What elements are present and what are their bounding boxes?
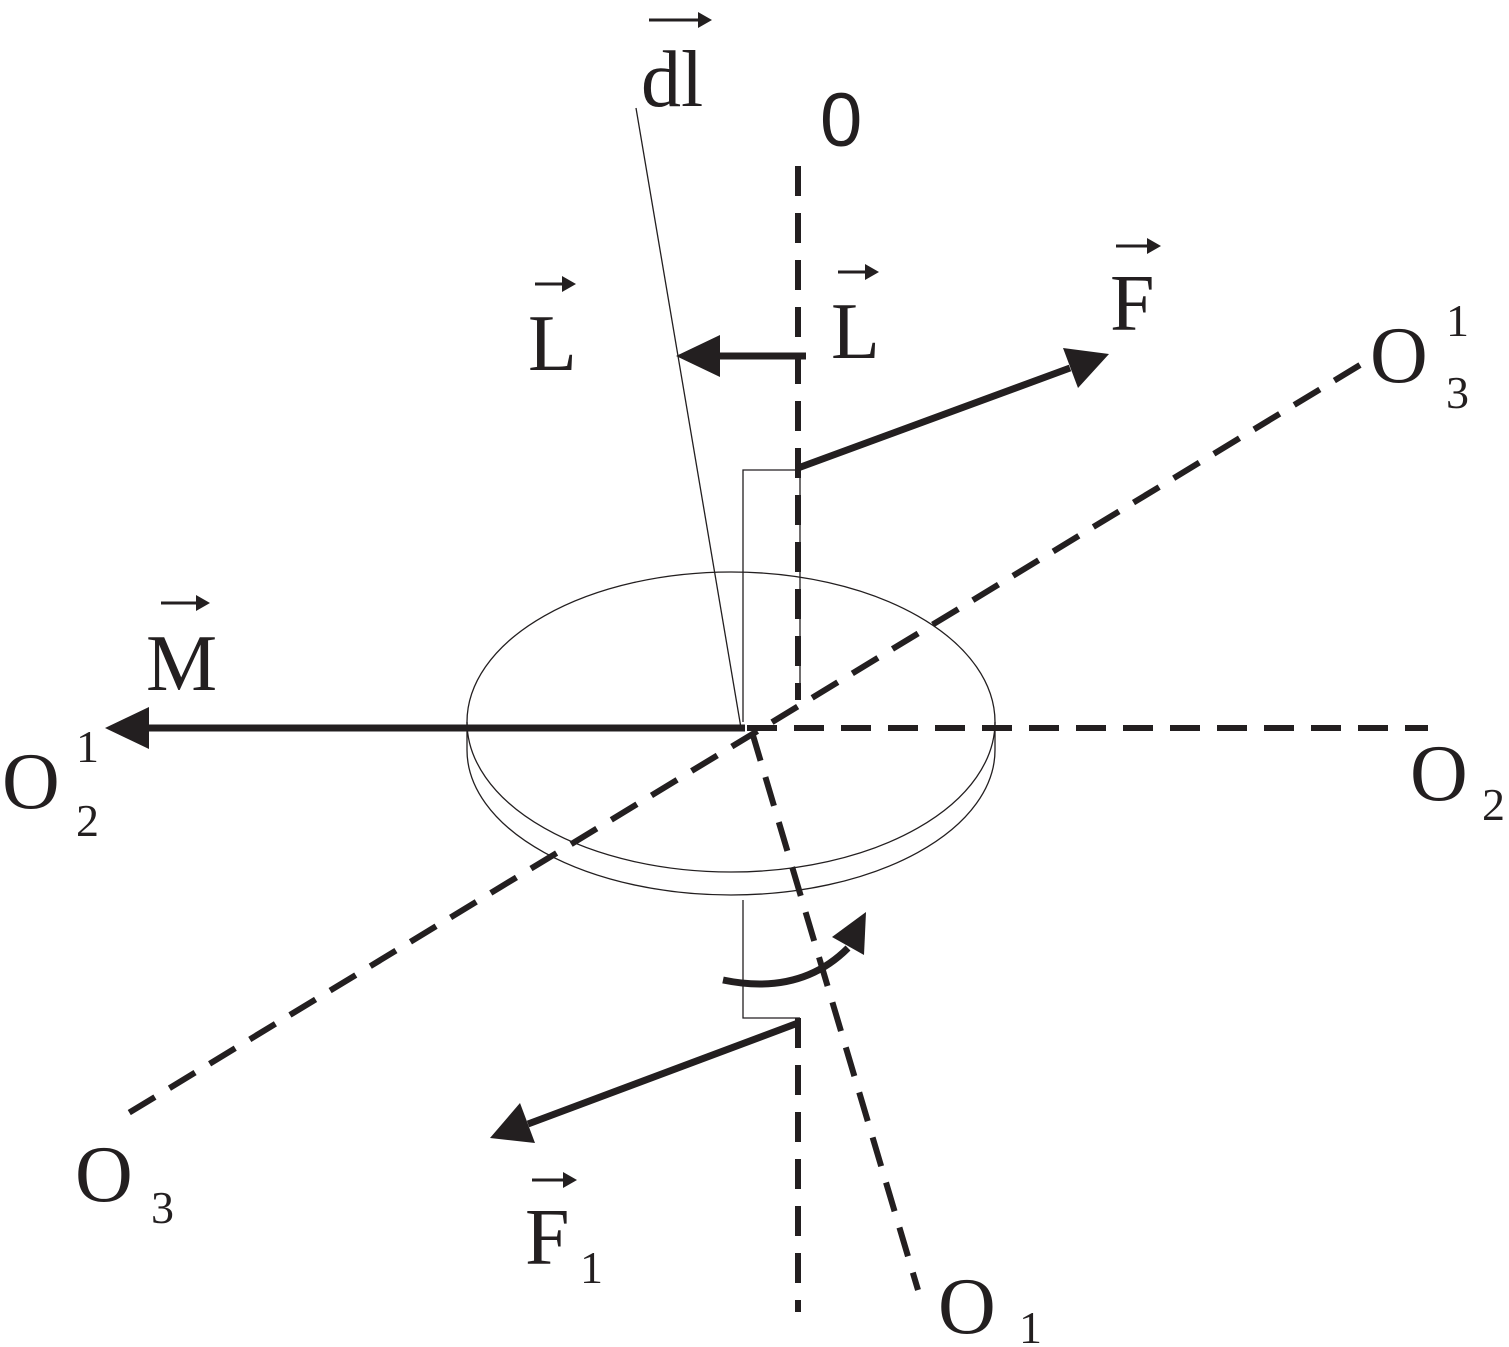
vector-m-arrow bbox=[105, 707, 745, 749]
vector-f1-arrow bbox=[490, 1019, 800, 1143]
axis-o3 bbox=[120, 362, 1362, 1120]
label-l-left: L bbox=[528, 300, 577, 388]
label-o2-subscript: 2 bbox=[1482, 779, 1505, 830]
label-o3: O bbox=[75, 1131, 133, 1219]
shaft-lower bbox=[742, 900, 800, 1019]
label-o2-prime-superscript: 1 bbox=[76, 721, 99, 772]
label-f1-vector-arrow bbox=[532, 1172, 577, 1188]
label-o3-prime-superscript: 1 bbox=[1446, 295, 1469, 346]
label-axis-zero: 0 bbox=[820, 78, 862, 163]
label-o2: O bbox=[1410, 730, 1468, 818]
vector-l-arrow bbox=[676, 335, 806, 377]
label-o2-prime: O bbox=[2, 738, 60, 826]
shaft bbox=[742, 469, 801, 1019]
shaft-upper bbox=[742, 469, 801, 722]
axis-o1 bbox=[749, 731, 921, 1291]
label-dl: dl bbox=[641, 36, 703, 124]
label-l-right-vector-arrow bbox=[838, 264, 879, 280]
label-o1: O bbox=[938, 1263, 996, 1347]
label-f-vector-arrow bbox=[1116, 238, 1161, 254]
label-m-vector-arrow bbox=[161, 595, 210, 611]
label-l-left-vector-arrow bbox=[535, 276, 576, 292]
label-f1: F bbox=[525, 1194, 570, 1282]
label-f1-subscript: 1 bbox=[580, 1242, 603, 1293]
axes bbox=[120, 166, 1428, 1312]
label-o1-subscript: 1 bbox=[1019, 1302, 1042, 1347]
label-o2-prime-subscript: 2 bbox=[76, 795, 99, 846]
disk bbox=[466, 571, 996, 896]
rotation-arrow bbox=[722, 912, 866, 988]
dl-line bbox=[635, 107, 742, 729]
disk-top-face bbox=[466, 571, 996, 873]
label-o3-subscript: 3 bbox=[151, 1182, 174, 1233]
label-dl-vector-arrow bbox=[649, 12, 712, 28]
label-m: M bbox=[146, 620, 217, 708]
label-l-right: L bbox=[831, 288, 880, 376]
disk-rim bbox=[466, 722, 996, 896]
vector-f-arrow bbox=[796, 348, 1109, 472]
label-f: F bbox=[1110, 260, 1155, 348]
label-o3-prime: O bbox=[1370, 312, 1428, 400]
label-o3-prime-subscript: 3 bbox=[1446, 367, 1469, 418]
labels: dl 0 L L F M F 1 bbox=[2, 12, 1505, 1347]
